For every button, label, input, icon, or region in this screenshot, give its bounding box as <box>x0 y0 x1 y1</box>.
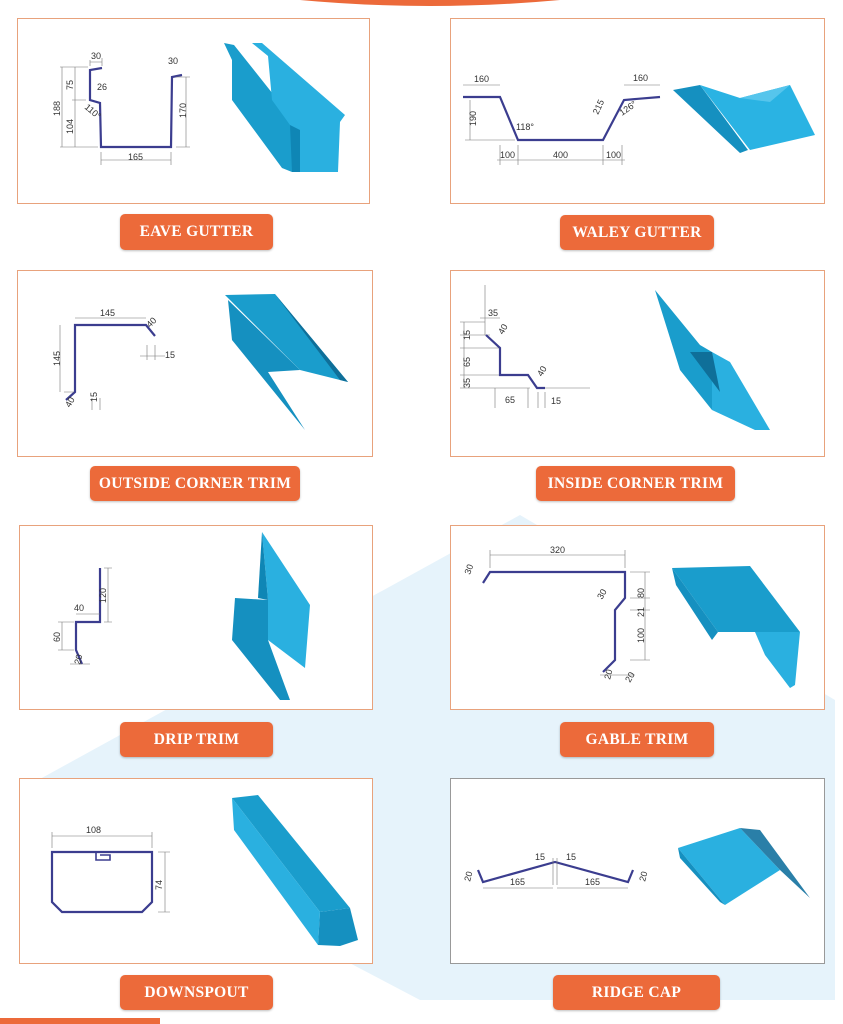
gable-trim-card <box>450 525 825 710</box>
outside-corner-trim-card <box>17 270 373 457</box>
downspout-card <box>19 778 373 964</box>
ridge-cap-card <box>450 778 825 964</box>
eave-gutter-card <box>17 18 370 204</box>
drip-trim-label: DRIP TRIM <box>120 722 273 757</box>
waley-gutter-card <box>450 18 825 204</box>
outside-corner-trim-label: OUTSIDE CORNER TRIM <box>90 466 300 501</box>
gable-trim-label: GABLE TRIM <box>560 722 714 757</box>
waley-gutter-label: WALEY GUTTER <box>560 215 714 250</box>
inside-corner-trim-card <box>450 270 825 457</box>
bottom-accent <box>0 1018 160 1024</box>
drip-trim-card <box>19 525 373 710</box>
inside-corner-trim-label: INSIDE CORNER TRIM <box>536 466 735 501</box>
top-accent <box>300 0 560 6</box>
ridge-cap-label: RIDGE CAP <box>553 975 720 1010</box>
eave-gutter-label: EAVE GUTTER <box>120 214 273 250</box>
downspout-label: DOWNSPOUT <box>120 975 273 1010</box>
